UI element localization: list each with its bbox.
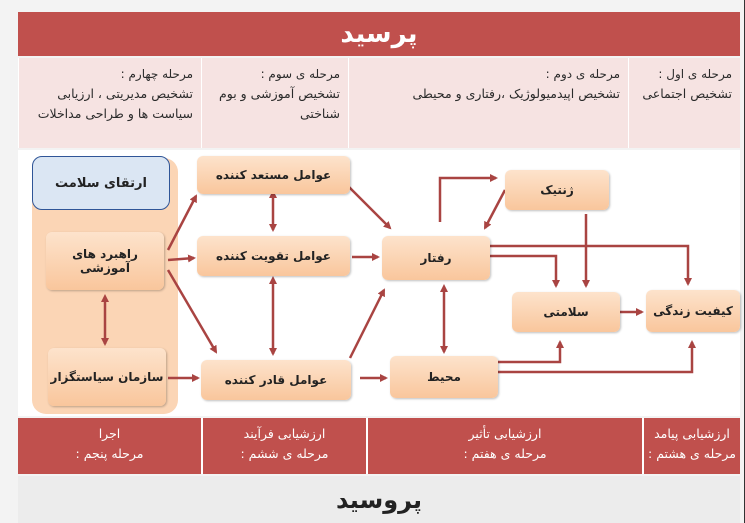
stage-1-title: مرحله ی اول : [658,67,732,81]
node-behavior: رفتار [382,236,490,280]
stages-row: مرحله ی اول : تشخیص اجتماعی مرحله ی دوم … [18,58,740,148]
eval-stage-5-label: مرحله پنجم : [75,446,144,461]
stage-4-desc: تشخیص مدیریتی ، ارزیابی سیاست ها و طراحی… [37,86,193,121]
node-educational-strategies: راهبرد های آموزشی [46,232,164,290]
node-quality-of-life: کیفیت زندگی [646,290,740,332]
node-genetics: ژنتیک [505,170,609,210]
eval-stage-8: ارزشیابی پیامد مرحله ی هشتم : [642,418,740,474]
evaluation-row: ارزشیابی پیامد مرحله ی هشتم : ارزشیابی ت… [18,418,740,474]
footer-bar: پروسید [18,476,740,523]
node-policy-org: سازمان سیاستگزار [48,348,166,406]
node-enabling: عوامل قادر کننده [201,360,351,400]
footer-title: پروسید [335,485,423,514]
stage-3-desc: تشخیص آموزشی و بوم شناختی [219,86,340,121]
arrow-enabling-behavior [348,288,386,359]
arrow-strategies-reinforcing [167,254,196,263]
eval-stage-6-label: مرحله ی ششم : [240,446,329,461]
eval-stage-5: اجرا مرحله پنجم : [18,418,201,474]
eval-stage-6-title: ارزشیابی فرآیند [243,426,326,441]
node-predisposing: عوامل مستعد کننده [197,156,350,194]
arrow-environment-health [498,340,564,364]
arrow-strategies-predisposing [166,194,198,251]
arrow-behavior-health [490,254,560,288]
stage-4-title: مرحله چهارم : [120,67,193,81]
arrow-predisposing-behavior [347,185,392,230]
arrow-genetics-behavior [483,189,507,230]
stage-4: مرحله چهارم : تشخیص مدیریتی ، ارزیابی سی… [18,58,201,148]
arrow-environment-qol [498,340,696,374]
stage-2-desc: تشخیص اپیدمیولوژیک ،رفتاری و محیطی [412,86,620,101]
stage-1: مرحله ی اول : تشخیص اجتماعی [628,58,740,148]
node-health: سلامتی [512,292,620,332]
arrow-behavior-qol [490,244,692,286]
node-reinforcing: عوامل تقویت کننده [197,236,350,276]
eval-stage-5-title: اجرا [98,426,121,441]
eval-stage-7-title: ارزشیابی تأثیر [468,426,542,441]
stage-1-desc: تشخیص اجتماعی [642,86,732,101]
eval-stage-6: ارزشیابی فرآیند مرحله ی ششم : [201,418,366,474]
header-bar: پرسید [18,12,740,56]
stage-3-title: مرحله ی سوم : [260,67,340,81]
eval-stage-8-label: مرحله ی هشتم : [648,446,736,461]
stage-3: مرحله ی سوم : تشخیص آموزشی و بوم شناختی [201,58,348,148]
eval-stage-8-title: ارزشیابی پیامد [654,426,730,441]
header-title: پرسید [340,19,418,49]
arrow-behavior-genetics [438,174,498,222]
eval-stage-7-label: مرحله ی هفتم : [463,446,547,461]
stage-2: مرحله ی دوم : تشخیص اپیدمیولوژیک ،رفتاری… [348,58,628,148]
node-environment: محیط [390,356,498,398]
arrow-strategies-enabling [166,269,218,354]
node-health-promotion: ارتقای سلامت [32,156,170,210]
eval-stage-7: ارزشیابی تأثیر مرحله ی هفتم : [366,418,642,474]
stage-2-title: مرحله ی دوم : [545,67,620,81]
